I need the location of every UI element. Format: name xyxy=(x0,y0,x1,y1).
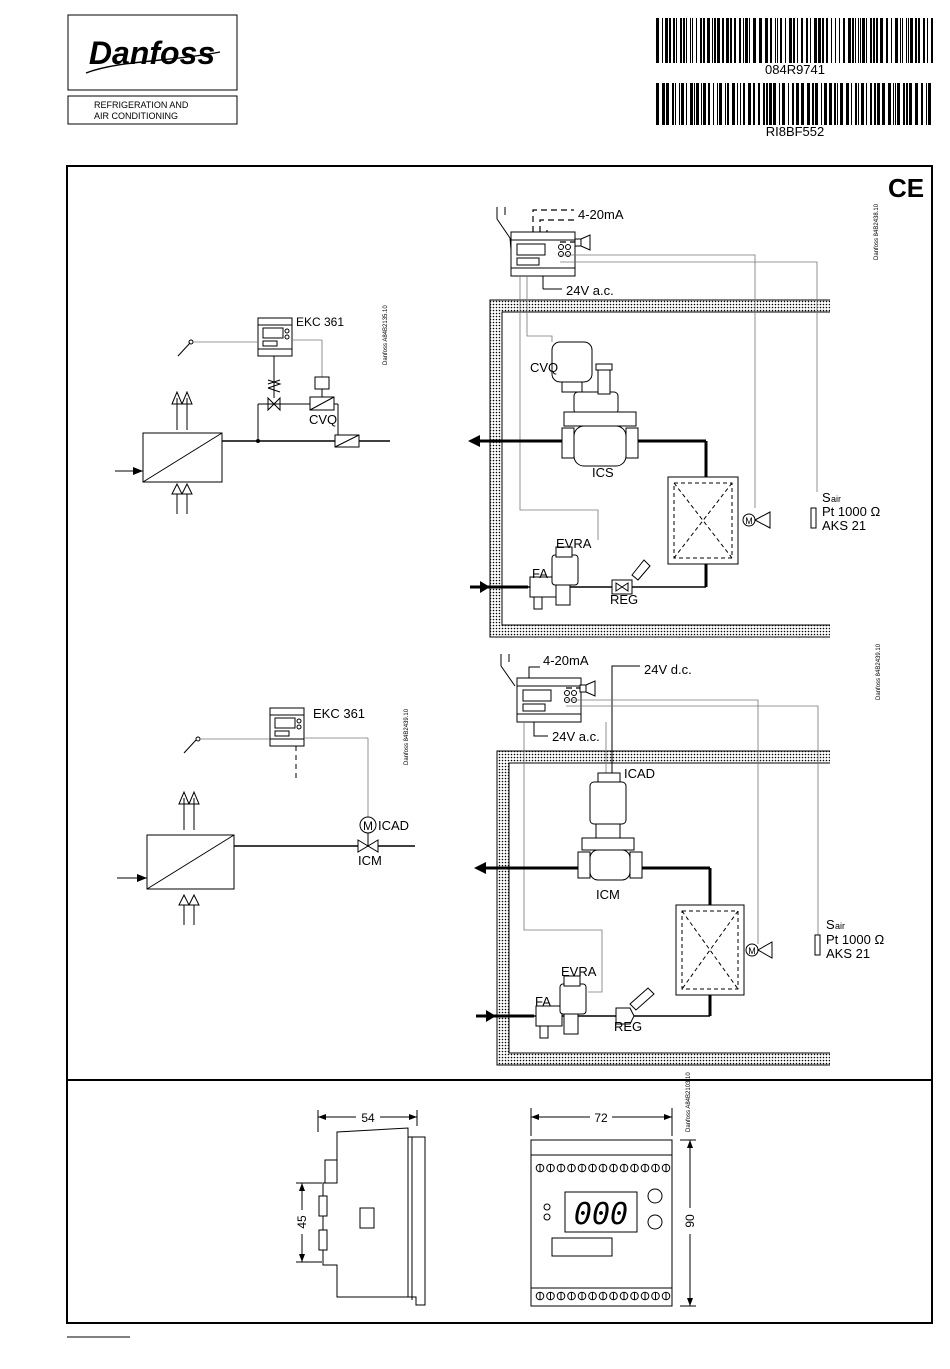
overview-bottom-drawing-code: Danfoss 84B2439.10 xyxy=(404,708,410,765)
dim-display-digits: 000 xyxy=(574,1197,628,1232)
detail-bottom-supply-dc-label: 24V d.c. xyxy=(644,662,692,677)
detail-top-reg-label: REG xyxy=(610,592,638,607)
division-line-2: AIR CONDITIONING xyxy=(94,111,178,121)
detail-bottom-reg-label: REG xyxy=(614,1019,642,1034)
detail-bottom-main-valve-label: ICM xyxy=(596,887,620,902)
detail-bottom-sensor-main: S xyxy=(826,917,835,932)
dim-height-label: 90 xyxy=(683,1214,697,1228)
detail-top-sensor-main: S xyxy=(822,490,831,505)
barcode-1-text: 084R9741 xyxy=(765,62,825,77)
detail-top-main-valve-label: ICS xyxy=(592,465,614,480)
detail-top-drawing-code: Danfoss 84B2438.10 xyxy=(874,203,880,260)
detail-bottom-signal-label: 4-20mA xyxy=(543,653,589,668)
detail-top-solenoid-label: EVRA xyxy=(556,536,592,551)
logo-box: Danfoss xyxy=(67,14,238,91)
barcode-2 xyxy=(656,83,931,125)
detail-top-sensor-sub: air xyxy=(831,494,841,504)
division-box: REFRIGERATION AND AIR CONDITIONING xyxy=(67,95,238,125)
detail-bottom-sensor-line2: Pt 1000 Ω xyxy=(826,932,884,947)
detail-bottom-supply-ac-label: 24V a.c. xyxy=(552,729,600,744)
detail-top-pilot-label: CVQ xyxy=(530,360,558,375)
detail-bottom-actuator-label: ICAD xyxy=(624,766,655,781)
dimension-side-view: 54 45 xyxy=(295,1110,426,1306)
detail-top-sensor-line3: AKS 21 xyxy=(822,518,866,533)
detail-top-filter-label: FA xyxy=(532,566,548,581)
ce-mark: CE xyxy=(888,173,924,203)
division-line-1: REFRIGERATION AND xyxy=(94,100,189,110)
dim-rail-label: 45 xyxy=(295,1215,309,1229)
detail-bottom-solenoid-label: EVRA xyxy=(561,964,597,979)
barcode-2-text: RI8BF552 xyxy=(766,124,825,139)
detail-bottom-fan-symbol: M xyxy=(748,946,756,956)
overview-bottom-controller-label: EKC 361 xyxy=(313,706,365,721)
detail-bottom-sensor-sub: air xyxy=(835,921,845,931)
dim-drawing-code: Danfoss A84B2103.10 xyxy=(686,1072,692,1132)
main-frame xyxy=(66,165,933,1324)
detail-top-sensor-line2: Pt 1000 Ω xyxy=(822,504,880,519)
overview-bottom-actuator-symbol: M xyxy=(363,819,373,833)
overview-bottom-diagram: EKC 361 Danfoss 84B2439.10 M ICAD ICM xyxy=(117,706,415,925)
detail-bottom-diagram: Danfoss 84B2439.10 4-20mA 24V d.c. 24V a… xyxy=(474,643,884,1066)
overview-bottom-actuator-label: ICAD xyxy=(378,818,409,833)
detail-top-diagram: Danfoss 84B2438.10 4-20mA 24V a.c. CVQ I… xyxy=(468,203,880,638)
detail-bottom-filter-label: FA xyxy=(535,994,551,1009)
detail-top-signal-label: 4-20mA xyxy=(578,207,624,222)
overview-top-controller-label: EKC 361 xyxy=(296,315,344,329)
logo-text: Danfoss xyxy=(89,35,215,71)
overview-top-drawing-code: Danfoss A84B2135.10 xyxy=(383,305,389,365)
detail-top-fan-symbol: M xyxy=(745,516,753,526)
detail-bottom-sensor-line3: AKS 21 xyxy=(826,946,870,961)
dimension-front-view: Danfoss A84B2103.10 72 000 90 xyxy=(530,1072,697,1307)
barcode-1 xyxy=(656,18,933,63)
detail-top-supply-label: 24V a.c. xyxy=(566,283,614,298)
overview-top-diagram: EKC 361 Danfoss A84B2135.10 CVQ xyxy=(115,305,390,514)
overview-bottom-valve-label: ICM xyxy=(358,853,382,868)
dim-width-label: 72 xyxy=(594,1111,608,1125)
detail-bottom-drawing-code: Danfoss 84B2439.10 xyxy=(876,643,882,700)
dim-depth-label: 54 xyxy=(361,1111,375,1125)
overview-top-valve-label: CVQ xyxy=(309,412,337,427)
